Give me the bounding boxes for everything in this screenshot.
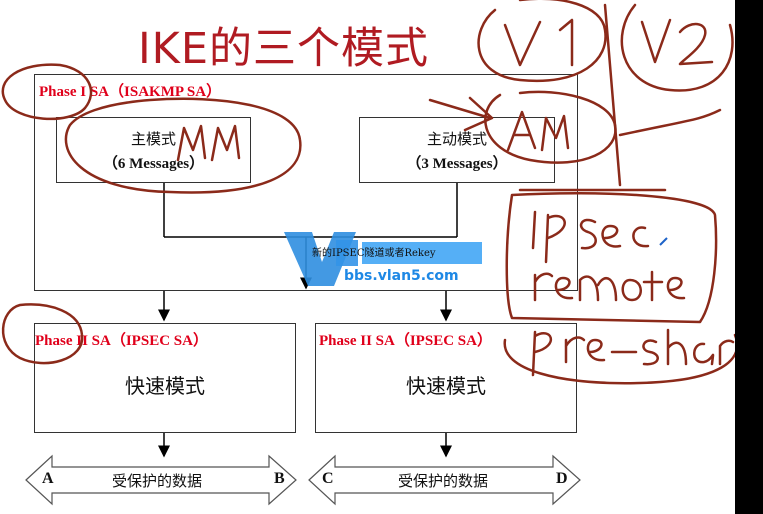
- pen-cursor-icon: [659, 237, 668, 246]
- phase2-left-label: Phase II SA（IPSEC SA）: [35, 333, 208, 349]
- flow-arrow-right: [308, 454, 581, 506]
- handwritten-annotations: [1, 0, 739, 385]
- phase2-right-box: Phase II SA（IPSEC SA） 快速模式: [315, 323, 577, 433]
- main-mode-name: 主模式: [130, 130, 176, 148]
- page-title: IKE的三个模式: [138, 24, 430, 74]
- flow-right-end-c: C: [322, 470, 334, 487]
- watermark-logo: [284, 232, 482, 286]
- new-tunnel-note: 新的IPSEC隧道或者Rekey: [312, 248, 436, 259]
- phase1-label: Phase I SA（ISAKMP SA）: [39, 84, 222, 100]
- flow-left-end-b: B: [274, 470, 285, 487]
- phase1-box: Phase I SA（ISAKMP SA）: [34, 74, 578, 291]
- flow-right-text: 受保护的数据: [398, 472, 489, 490]
- aggressive-mode-box: 主动模式 （3 Messages）: [359, 117, 555, 183]
- flow-left-text: 受保护的数据: [112, 472, 203, 490]
- flow-left-end-a: A: [42, 470, 54, 487]
- aggressive-mode-name: 主动模式: [426, 130, 487, 148]
- phase2-left-mode: 快速模式: [125, 374, 205, 398]
- phase2-left-box: Phase II SA（IPSEC SA） 快速模式: [34, 323, 296, 433]
- aggressive-mode-messages: （3 Messages）: [406, 156, 508, 172]
- watermark-site: bbs.vlan5.com: [344, 268, 459, 284]
- right-edge-bar: [735, 0, 763, 514]
- flow-right-end-d: D: [556, 470, 568, 487]
- phase2-right-label: Phase II SA（IPSEC SA）: [319, 333, 492, 349]
- flow-arrow-left: [25, 454, 297, 506]
- phase2-right-mode: 快速模式: [406, 374, 486, 398]
